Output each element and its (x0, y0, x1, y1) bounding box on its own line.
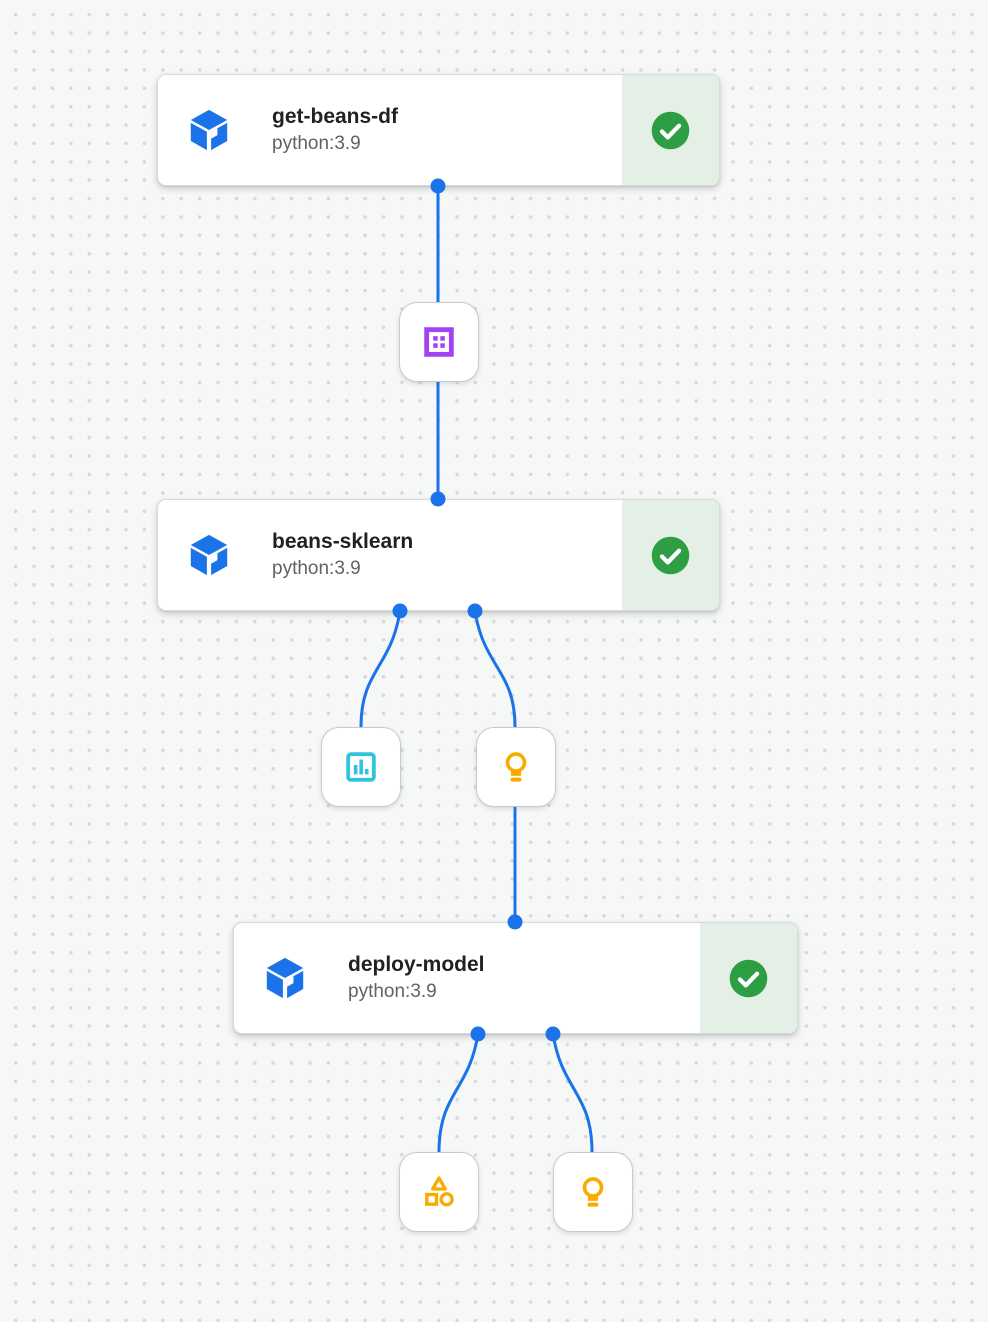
execution-cube-icon (266, 957, 304, 999)
success-check-icon (651, 536, 690, 574)
edge-deploymodel-to-model2 (551, 1033, 594, 1153)
task-node-body: get-beans-df python:3.9 (158, 75, 622, 185)
success-check-icon (651, 111, 690, 149)
artifact-node-model[interactable] (476, 727, 556, 807)
task-title: deploy-model (348, 953, 485, 976)
task-title: get-beans-df (272, 105, 398, 128)
task-node-body: deploy-model python:3.9 (234, 923, 700, 1033)
task-runtime: python:3.9 (272, 558, 361, 580)
artifact-node-model-2[interactable] (553, 1152, 633, 1232)
model-icon (582, 1177, 604, 1207)
execution-cube-icon (190, 109, 228, 151)
artifact-node-metrics[interactable] (321, 727, 401, 807)
edge-beanssklearn-to-model (473, 610, 517, 728)
task-node-beans-sklearn[interactable]: beans-sklearn python:3.9 (157, 499, 720, 611)
task-status-panel (622, 500, 719, 610)
task-node-deploy-model[interactable]: deploy-model python:3.9 (233, 922, 798, 1034)
artifact-node-artifact[interactable] (399, 1152, 479, 1232)
task-runtime: python:3.9 (272, 133, 361, 155)
dataset-icon (424, 327, 454, 357)
artifact-node-dataset[interactable] (399, 302, 479, 382)
task-runtime: python:3.9 (348, 981, 437, 1003)
task-status-panel (622, 75, 719, 185)
edge-deploymodel-to-artifact (437, 1033, 480, 1153)
edge-beanssklearn-to-metrics (359, 610, 402, 728)
success-check-icon (729, 959, 768, 997)
task-status-panel (700, 923, 797, 1033)
task-node-body: beans-sklearn python:3.9 (158, 500, 622, 610)
execution-cube-icon (190, 534, 228, 576)
model-icon (505, 752, 527, 782)
task-title: beans-sklearn (272, 530, 414, 553)
artifact-icon (425, 1176, 454, 1207)
task-node-get-beans-df[interactable]: get-beans-df python:3.9 (157, 74, 720, 186)
metrics-icon (346, 752, 376, 782)
